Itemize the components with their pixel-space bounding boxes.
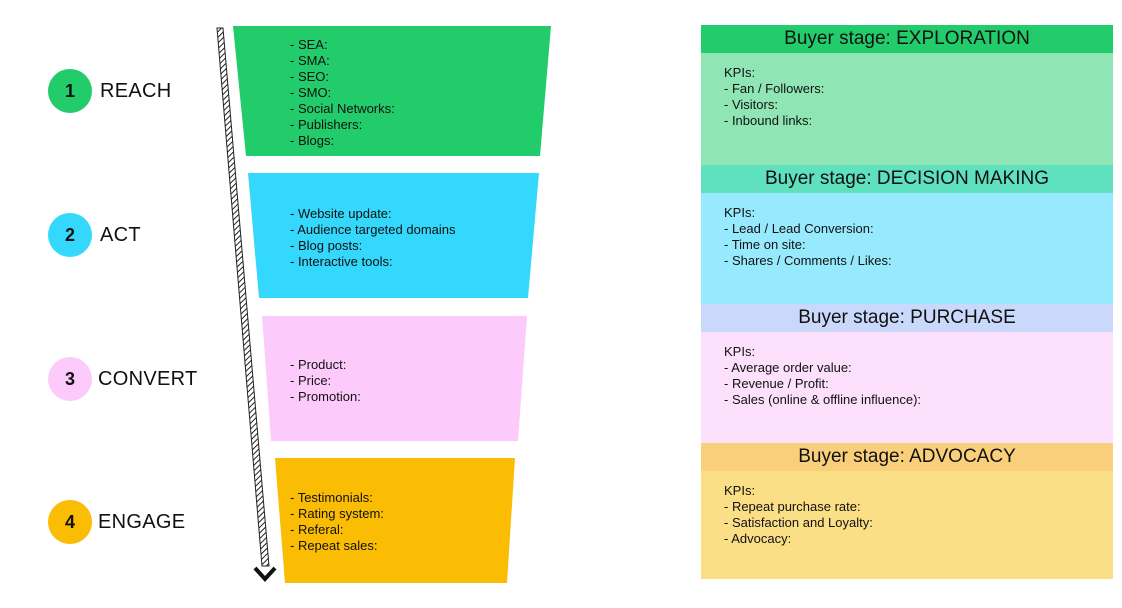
kpi-body-exploration: KPIs: - Fan / Followers: - Visitors: - I…	[701, 53, 1113, 165]
stage-number-badge: 2	[48, 213, 92, 257]
list-item: - Fan / Followers:	[724, 81, 825, 96]
kpi-header-purchase: Buyer stage: PURCHASE	[701, 304, 1113, 332]
list-item: - Shares / Comments / Likes:	[724, 253, 892, 268]
stage-convert: 3 CONVERT	[48, 356, 198, 402]
kpi-body-decision-making: KPIs: - Lead / Lead Conversion: - Time o…	[701, 193, 1113, 304]
list-item: - Blogs:	[290, 133, 335, 148]
stage-label: REACH	[100, 79, 172, 102]
list-item: - Promotion:	[290, 389, 361, 404]
list-item: - Price:	[290, 373, 332, 388]
stage-number-badge: 4	[48, 500, 92, 544]
list-item: - Rating system:	[290, 506, 384, 521]
list-item: - Audience targeted domains	[290, 222, 456, 237]
funnel-segment-reach	[233, 26, 551, 156]
kpi-header-exploration: Buyer stage: EXPLORATION	[701, 25, 1113, 53]
list-item: - Inbound links:	[724, 113, 813, 128]
list-item: - Testimonials:	[290, 490, 373, 505]
list-item: - SEO:	[290, 69, 330, 84]
list-item: - Lead / Lead Conversion:	[724, 221, 874, 236]
funnel-list-act: - Website update: - Audience targeted do…	[290, 206, 456, 270]
funnel-list-reach: - SEA: - SMA: - SEO: - SMO: - Social Net…	[290, 37, 395, 149]
list-item: - Satisfaction and Loyalty:	[724, 515, 873, 530]
stage-label: CONVERT	[98, 367, 198, 390]
funnel-list-convert: - Product: - Price: - Promotion:	[290, 357, 361, 405]
list-item: - Average order value:	[724, 360, 852, 375]
stage-label: ACT	[100, 223, 141, 246]
stage-engage: 4 ENGAGE	[48, 499, 185, 545]
list-item: - Product:	[290, 357, 347, 372]
list-item: - Social Networks:	[290, 101, 395, 116]
stage-number-badge: 3	[48, 357, 92, 401]
list-item: - Time on site:	[724, 237, 806, 252]
list-item: - Blog posts:	[290, 238, 363, 253]
list-item: - Repeat purchase rate:	[724, 499, 861, 514]
list-item: - Website update:	[290, 206, 392, 221]
kpi-header-decision-making: Buyer stage: DECISION MAKING	[701, 165, 1113, 193]
list-item: - Publishers:	[290, 117, 363, 132]
kpi-body-purchase: KPIs: - Average order value: - Revenue /…	[701, 332, 1113, 443]
list-item: - Referal:	[290, 522, 344, 537]
stage-reach: 1 REACH	[48, 68, 172, 114]
kpi-intro: KPIs:	[724, 65, 756, 80]
funnel-segment-act	[248, 173, 539, 298]
funnel-segment-engage	[275, 458, 515, 583]
stage-number-badge: 1	[48, 69, 92, 113]
list-item: - Interactive tools:	[290, 254, 393, 269]
list-item: - SMA:	[290, 53, 330, 68]
list-item: - SMO:	[290, 85, 332, 100]
stage-label: ENGAGE	[98, 510, 186, 533]
kpi-intro: KPIs:	[724, 205, 756, 220]
list-item: - Repeat sales:	[290, 538, 378, 553]
list-item: - SEA:	[290, 37, 328, 52]
list-item: - Revenue / Profit:	[724, 376, 829, 391]
kpi-intro: KPIs:	[724, 483, 756, 498]
stage-act: 2 ACT	[48, 212, 141, 258]
list-item: - Visitors:	[724, 97, 778, 112]
kpi-body-advocacy: KPIs: - Repeat purchase rate: - Satisfac…	[701, 471, 1113, 579]
funnel-list-engage: - Testimonials: - Rating system: - Refer…	[290, 490, 384, 554]
funnel-segment-convert	[262, 316, 527, 441]
list-item: - Advocacy:	[724, 531, 792, 546]
funnel-arrow-shaft	[216, 27, 270, 567]
funnel-arrow-head	[253, 566, 277, 582]
kpi-intro: KPIs:	[724, 344, 756, 359]
list-item: - Sales (online & offline influence):	[724, 392, 922, 407]
kpi-header-advocacy: Buyer stage: ADVOCACY	[701, 443, 1113, 471]
